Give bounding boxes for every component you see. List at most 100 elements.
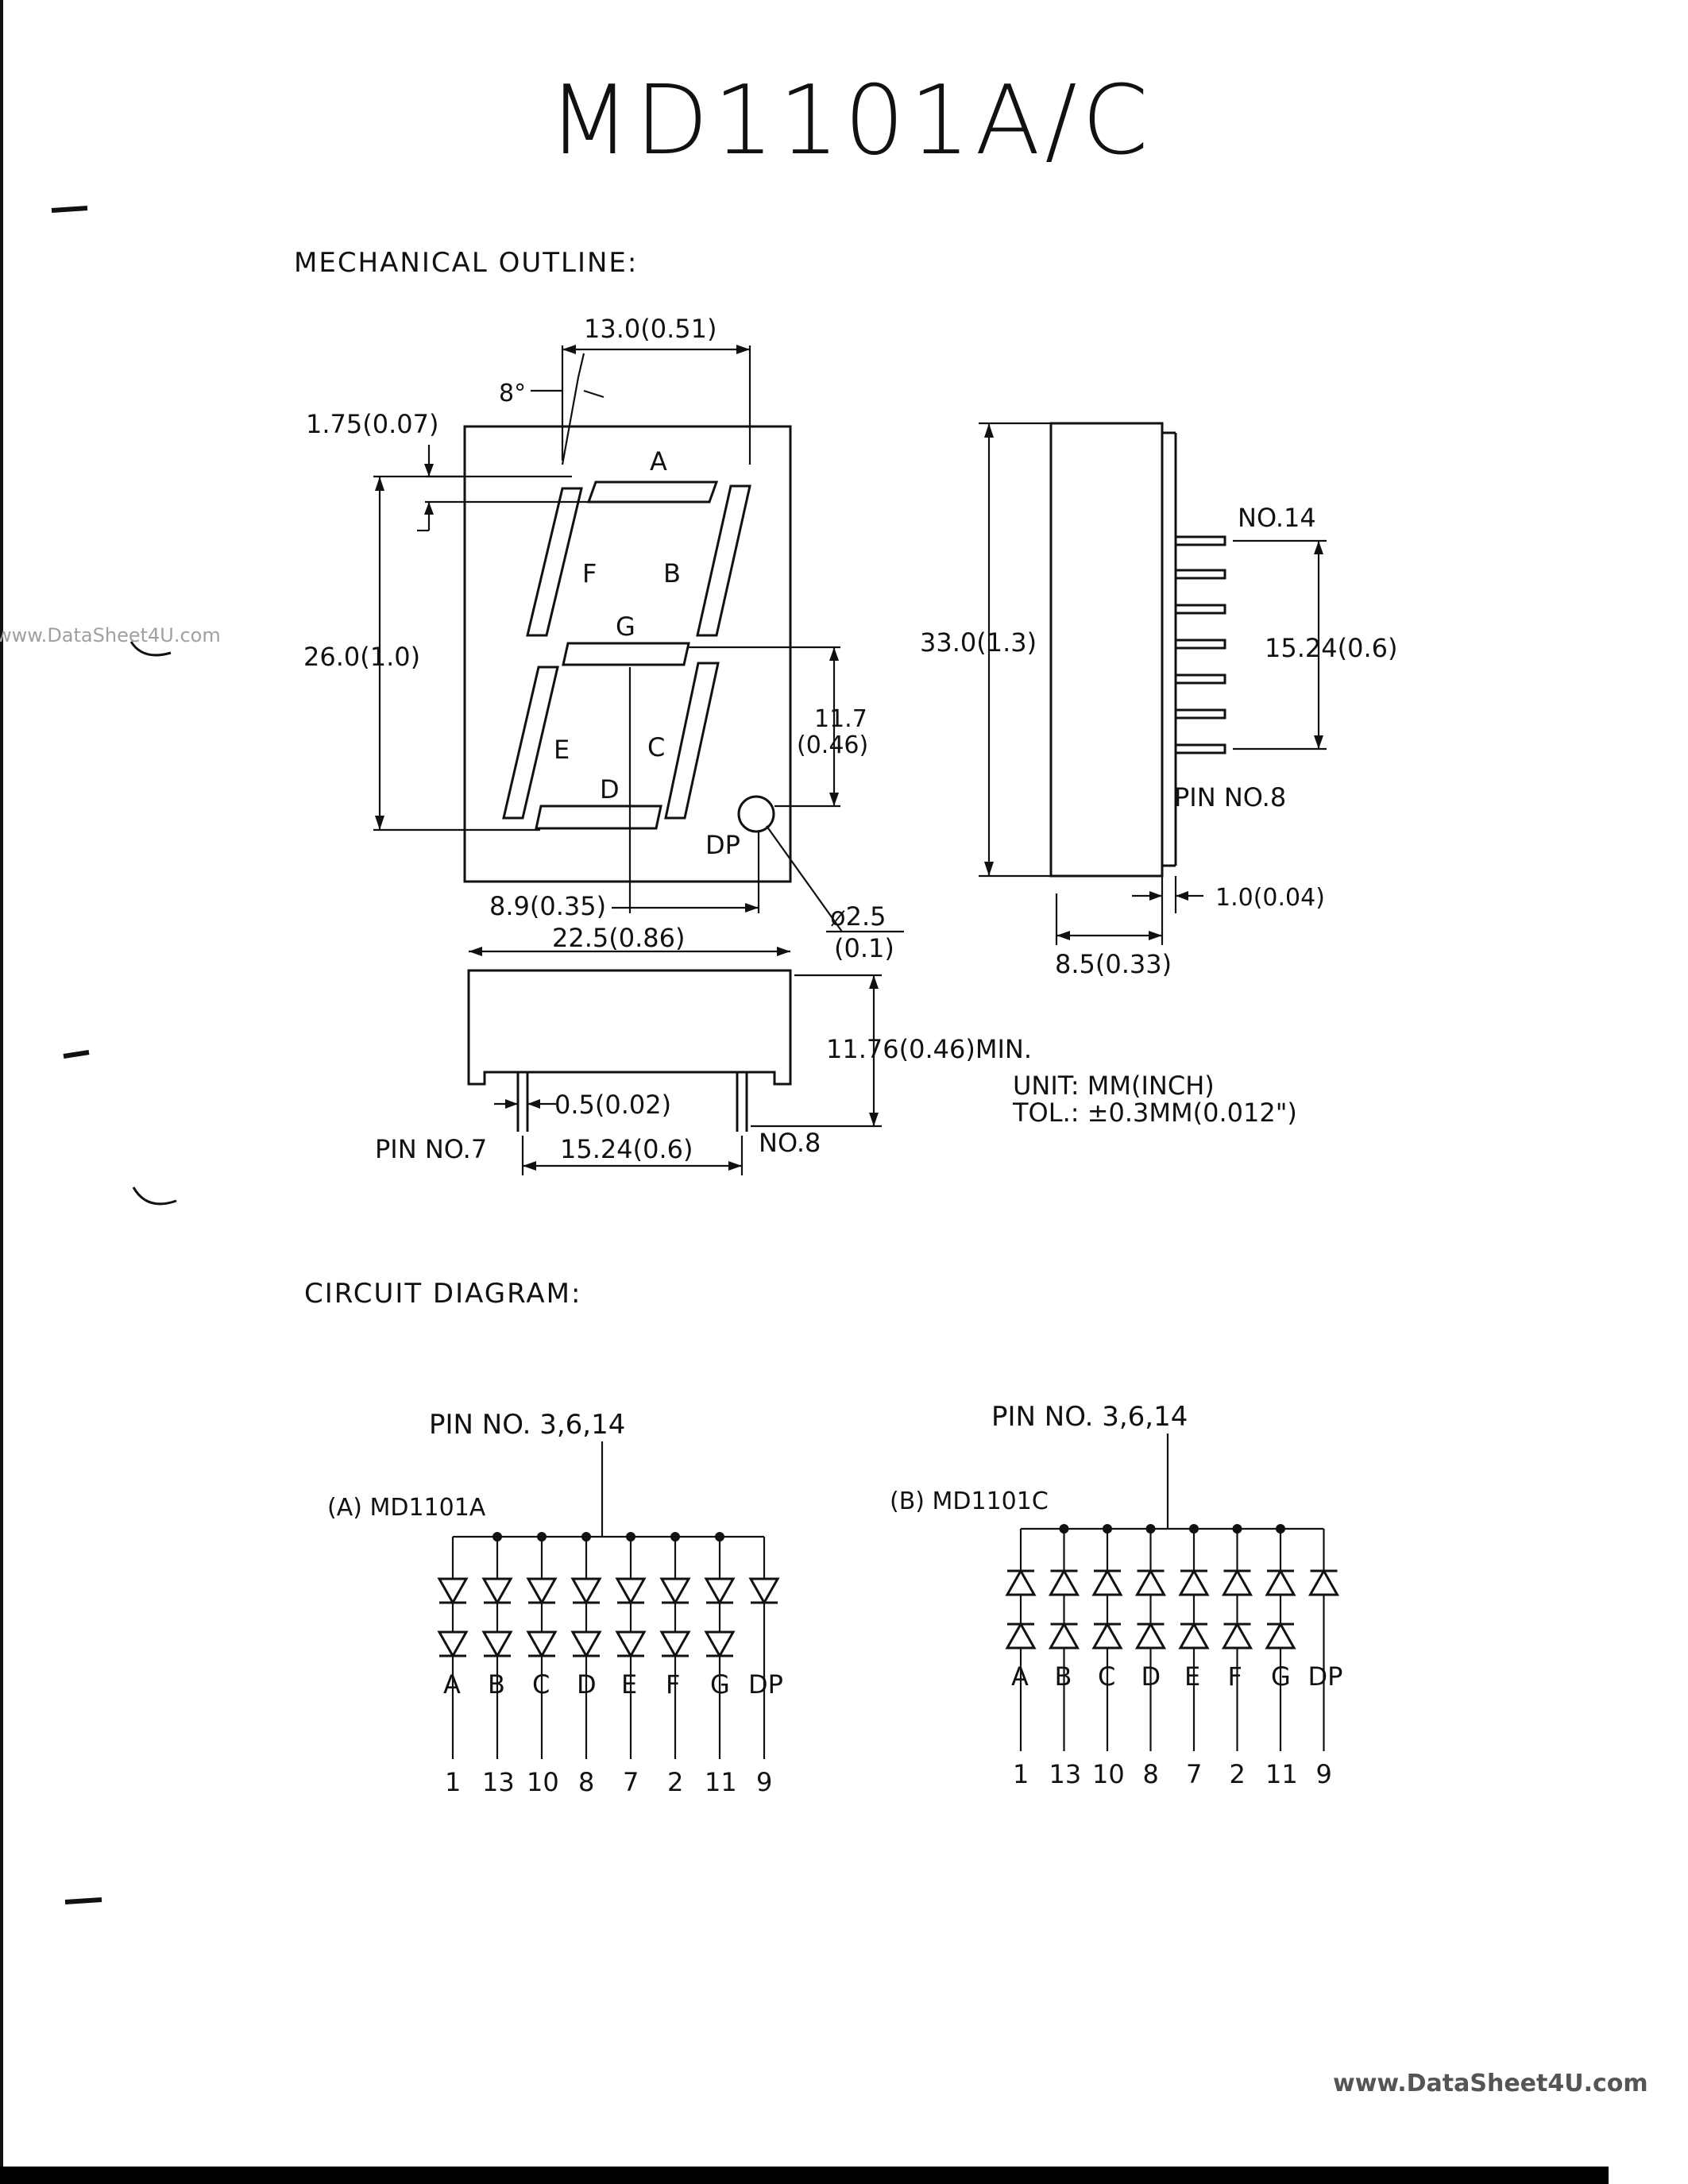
circuit_b-diode — [1221, 1568, 1253, 1596]
circuit_a-diode — [704, 1630, 736, 1659]
circuit-a: PIN NO. 3,6,14 (A) MD1101A A1B13C10D8E7F… — [327, 1409, 783, 1797]
hole-arc-2 — [132, 1187, 177, 1206]
scan-mark-3 — [64, 1897, 102, 1904]
arrowhead — [736, 345, 750, 354]
arrowhead — [777, 947, 790, 956]
circuit_b-pin-number: 13 — [1049, 1759, 1082, 1789]
circuit-b-common-label: PIN NO. 3,6,14 — [991, 1401, 1188, 1433]
arrowhead — [424, 502, 434, 515]
arrowhead — [1149, 891, 1162, 901]
circuit_a-pin-number: 7 — [623, 1767, 639, 1797]
circuit_a-diode — [481, 1630, 513, 1659]
circuit_a-diode — [526, 1577, 558, 1606]
dim-pin-length: 11.76(0.46)MIN. — [826, 1034, 1032, 1064]
tolerance-note: TOL.: ±0.3MM(0.012") — [1012, 1098, 1297, 1128]
bottom-black-bar — [0, 2167, 1609, 2184]
arrowhead — [829, 793, 839, 806]
circuit-b: PIN NO. 3,6,14 (B) MD1101C A1B13C10D8E7F… — [890, 1401, 1342, 1789]
circuit_b-segment-label: DP — [1308, 1661, 1343, 1692]
segment-d — [535, 805, 662, 830]
circuit_b-diode — [1048, 1621, 1080, 1650]
side-pin — [1174, 673, 1226, 685]
circuit_a-segment-label: DP — [748, 1669, 783, 1700]
arrowhead — [424, 464, 434, 477]
side-body — [1049, 422, 1164, 878]
side-pin — [1174, 535, 1226, 546]
circuit_b-diode — [1134, 1568, 1167, 1596]
circuit_a-pin-number: 10 — [527, 1767, 559, 1797]
dim-bottom-width: 22.5(0.86) — [552, 923, 685, 953]
dim-side-height: 33.0(1.3) — [920, 627, 1037, 658]
label-segment-b: B — [663, 558, 681, 588]
circuit_b-diode — [1005, 1621, 1037, 1650]
angle-line — [577, 353, 585, 378]
arrowhead — [984, 862, 994, 876]
arrowhead — [375, 477, 384, 491]
arrowhead — [1056, 931, 1070, 940]
side-pins — [1174, 535, 1226, 754]
label-segment-d: D — [600, 774, 620, 805]
label-segment-c: C — [647, 732, 665, 762]
arrowhead — [869, 975, 879, 989]
arrowhead — [829, 647, 839, 661]
unit-note: UNIT: MM(INCH) — [1013, 1071, 1215, 1101]
label-segment-g: G — [616, 612, 635, 642]
circuit-a-title: (A) MD1101A — [327, 1494, 486, 1522]
label-segment-e: E — [554, 735, 570, 765]
dp-circle — [737, 795, 775, 833]
page-title: MD1101A/C — [548, 66, 1153, 176]
segment-f — [526, 487, 583, 637]
arrowhead — [505, 1099, 518, 1109]
circuit_b-diode — [1134, 1621, 1167, 1650]
watermark-bottom: www.DataSheet4U.com — [1333, 2070, 1648, 2097]
circuit_b-pin-number: 11 — [1265, 1759, 1298, 1789]
hole-arc-1 — [129, 641, 172, 657]
bottom-body — [467, 969, 792, 1086]
circuit_a-diode — [481, 1577, 513, 1606]
segment-b — [696, 484, 751, 637]
circuit_a-pin-number: 8 — [578, 1767, 594, 1797]
arrowhead — [375, 816, 384, 830]
circuit_a-pin-number: 11 — [705, 1767, 737, 1797]
circuit_b-pin-number: 9 — [1316, 1759, 1332, 1789]
dim-depth: 8.5(0.33) — [1055, 949, 1172, 979]
circuit_a-segment-label: A — [443, 1669, 461, 1700]
circuit_b-pin-number: 10 — [1092, 1759, 1125, 1789]
arrowhead — [527, 1099, 540, 1109]
circuit_a-diode — [570, 1630, 602, 1659]
dp-leader — [766, 825, 843, 932]
circuit_b-diode — [1265, 1568, 1296, 1596]
circuit_a-pin-number: 2 — [667, 1767, 683, 1797]
angle-line — [561, 376, 580, 465]
label-segment-f: F — [582, 558, 597, 588]
label-segment-a: A — [650, 446, 667, 477]
arrowhead — [1149, 931, 1162, 940]
circuit_b-diode — [1048, 1568, 1080, 1596]
arrowhead — [469, 947, 482, 956]
circuit_a-diode — [526, 1630, 558, 1659]
segment-a — [586, 480, 719, 504]
circuit_a-pin-number: 9 — [756, 1767, 772, 1797]
circuit_b-pin-number: 8 — [1143, 1759, 1159, 1789]
segment-e — [502, 666, 559, 820]
side-view: 33.0(1.3) 15.24(0.6) NO.14 PIN NO.8 1.0(… — [920, 422, 1397, 979]
circuit_b-segment-label: E — [1184, 1661, 1200, 1692]
circuit_b-pin-number: 7 — [1186, 1759, 1202, 1789]
circuit_a-segment-label: C — [532, 1669, 550, 1700]
arrowhead — [523, 1161, 536, 1171]
circuit_b-segment-label: D — [1141, 1661, 1161, 1692]
circuit_a-diode — [437, 1577, 469, 1606]
dim-dp-diameter-inch: (0.1) — [834, 933, 894, 963]
scan-mark-1 — [51, 206, 88, 213]
dim-width-top: 13.0(0.51) — [584, 314, 717, 344]
angle-leader — [583, 389, 605, 399]
arrowhead — [745, 903, 759, 913]
side-pin — [1174, 569, 1226, 580]
circuit_b-pin-number: 1 — [1013, 1759, 1029, 1789]
dim-angle: 8° — [499, 380, 526, 407]
dim-pin-thickness: 1.0(0.04) — [1215, 884, 1325, 912]
circuit_b-diode — [1178, 1568, 1210, 1596]
label-pin-14: NO.14 — [1238, 503, 1316, 533]
circuit_b-diode — [1091, 1568, 1123, 1596]
